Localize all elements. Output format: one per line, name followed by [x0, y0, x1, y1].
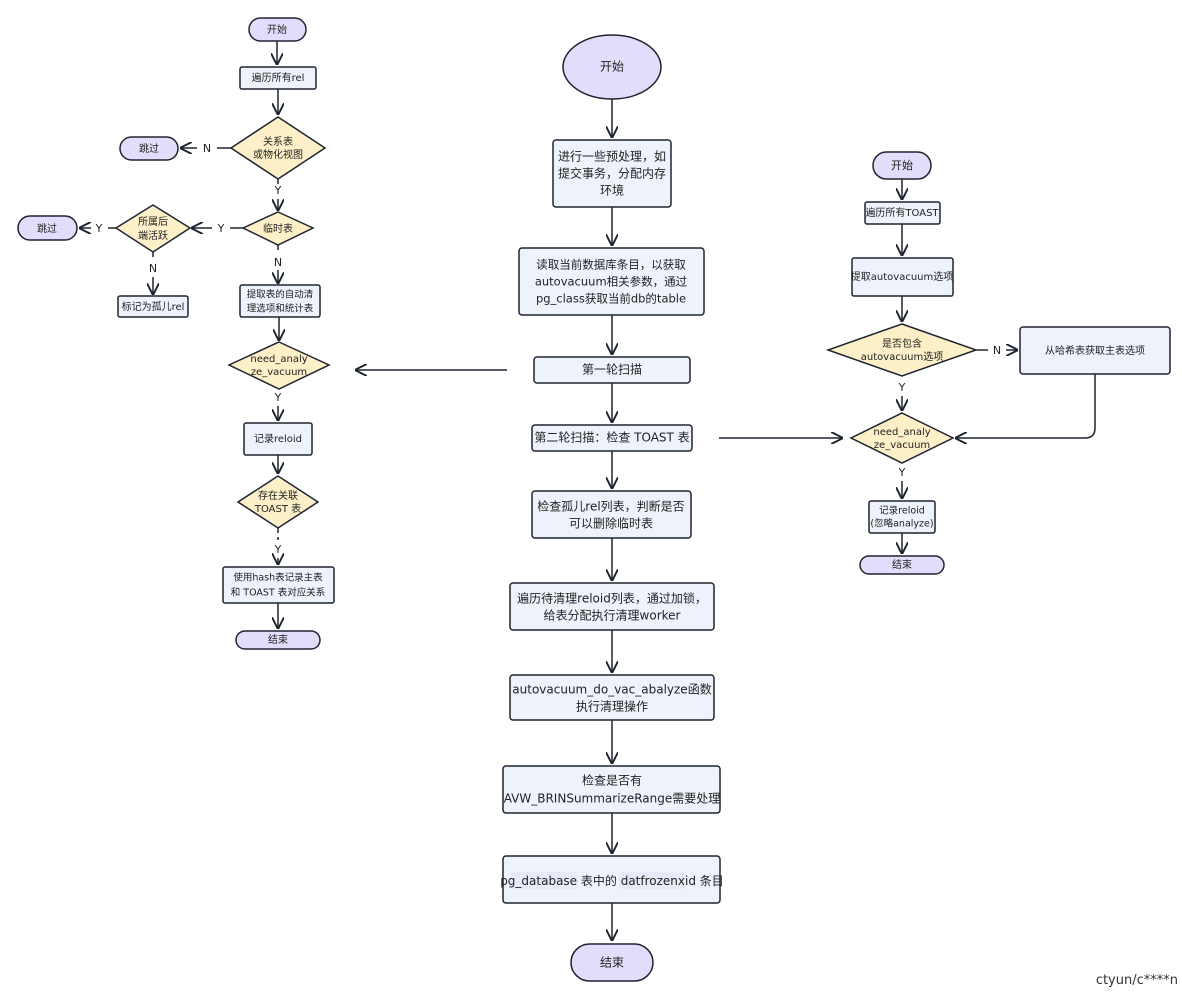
datfrozenxid-code: datfrozenxid	[621, 874, 696, 888]
left-decision-owner-line1: 所属后	[138, 216, 168, 228]
right-end-node	[859, 555, 945, 575]
left-mark-orphan-text: 标记为孤儿rel	[122, 301, 185, 313]
left-n-label-3: N	[149, 262, 157, 275]
left-need-analyze-line2: ze_vacuum	[251, 367, 307, 378]
main-check-orphan-line2: 可以删除临时表	[569, 516, 653, 531]
main-check-orphan-line1: 检查孤儿rel列表，判断是否	[537, 499, 684, 514]
right-end-text: 结束	[892, 558, 912, 571]
left-extract-options-line1: 提取表的自动清	[247, 289, 314, 301]
left-decision-owner-line2: 端活跃	[138, 229, 168, 242]
main-preprocess-line3: 环境	[600, 183, 624, 198]
watermark: ctyun/c****n	[1095, 973, 1178, 988]
left-y-label-2: Y	[217, 222, 225, 235]
left-decision-owner-active	[114, 204, 192, 253]
left-extract-options-node	[239, 284, 321, 318]
main-check-brin-line1: 检查是否有	[582, 773, 642, 788]
highlight-datfrozenxid	[619, 872, 685, 889]
main-end-node	[570, 943, 654, 982]
left-need-analyze-line1: need_analy	[250, 354, 307, 365]
left-flow: 开始 遍历所有rel 关系表 或物化视图 N 跳过 Y 临时表 Y 所属后 端活…	[17, 17, 335, 650]
right-start-text: 开始	[891, 158, 913, 172]
main-do-vac-line1: autovacuum_do_vac_abalyze函数	[512, 682, 711, 697]
right-iterate-toast-text: 遍历所有TOAST	[865, 206, 939, 219]
right-y-label-1: Y	[898, 381, 906, 394]
left-decision-temp-text: 临时表	[263, 222, 293, 235]
left-decision-reltype-line1: 关系表	[263, 135, 293, 148]
right-decision-need-analyze	[849, 412, 955, 464]
right-flow: 开始 遍历所有TOAST 提取autovacuum选项 是否包含 autovac…	[825, 151, 1171, 575]
main-first-scan-text: 第一轮扫描	[582, 363, 642, 377]
left-y-label-3: Y	[95, 222, 103, 235]
left-hash-record-line2: 和 TOAST 表对应关系	[231, 587, 326, 599]
main-read-db-line1: 读取当前数据库条目，以获取	[536, 258, 686, 272]
left-y-label-1: Y	[274, 184, 282, 197]
left-n-label-2: N	[274, 256, 282, 269]
left-start-text: 开始	[267, 23, 287, 36]
left-y-label-4: Y	[274, 391, 282, 404]
right-decision-contains-av	[825, 323, 979, 377]
left-decision-reltype	[229, 116, 327, 180]
left-iterate-rel-text: 遍历所有rel	[252, 71, 305, 84]
right-extract-av-text: 提取autovacuum选项	[851, 270, 953, 283]
main-read-db-line2: autovacuum相关参数，通过	[535, 275, 688, 289]
main-do-vac-line2: 执行清理操作	[576, 699, 648, 714]
left-y-label-5: Y	[274, 543, 282, 556]
left-skip-2-text: 跳过	[37, 222, 57, 235]
right-contains-av-line2: autovacuum选项	[861, 350, 943, 363]
main-read-db-line3: pg_class获取当前db的table	[536, 292, 686, 306]
right-need-analyze-line2: ze_vacuum	[874, 440, 930, 451]
edge-from-hash	[956, 374, 1096, 438]
right-record-reloid-line1: 记录reloid	[879, 505, 925, 517]
main-iterate-reloid-line1: 遍历待清理reloid列表，通过加锁，	[517, 591, 707, 606]
main-start-text: 开始	[600, 60, 624, 74]
left-end-node	[235, 630, 321, 650]
left-record-reloid-text: 记录reloid	[254, 433, 302, 445]
pg-database-tail: 条目	[696, 874, 724, 888]
left-skip-1-text: 跳过	[139, 142, 159, 155]
left-hash-record-line1: 使用hash表记录主表	[233, 572, 323, 584]
right-from-hash-text: 从哈希表获取主表选项	[1045, 344, 1145, 357]
main-check-orphan-node	[531, 490, 692, 539]
main-end-text: 结束	[600, 956, 624, 970]
left-extract-options-line2: 理选项和统计表	[247, 303, 314, 315]
highlight-pg-database	[510, 872, 578, 889]
right-n-label: N	[993, 344, 1001, 357]
pg-database-mid: 表中的	[577, 873, 621, 888]
main-second-scan-text: 第二轮扫描：检查 TOAST 表	[534, 430, 689, 445]
pg-database-code: pg_database	[500, 874, 577, 888]
left-mark-orphan-node	[117, 295, 189, 318]
left-has-toast-line1: 存在关联	[258, 489, 298, 502]
main-preprocess-line2: 提交事务，分配内存	[558, 166, 666, 181]
left-skip-2-node	[17, 215, 78, 241]
right-contains-av-line1: 是否包含	[882, 337, 922, 350]
left-skip-1-node	[119, 136, 179, 161]
main-flow: 开始 进行一些预处理，如 提交事务，分配内存 环境 读取当前数据库条目，以获取 …	[356, 34, 842, 982]
main-iterate-reloid-line2: 给表分配执行清理worker	[544, 609, 681, 623]
left-decision-has-toast	[236, 475, 320, 529]
main-pg-database-text: pg_database 表中的 datfrozenxid 条目	[500, 873, 724, 888]
left-decision-need-analyze	[227, 341, 331, 390]
right-y-label-2: Y	[898, 466, 906, 479]
main-check-brin-line2: AVW_BRINSummarizeRange需要处理	[504, 792, 721, 806]
left-n-label-1: N	[203, 142, 211, 155]
left-end-text: 结束	[268, 633, 288, 646]
right-need-analyze-line1: need_analy	[873, 427, 930, 438]
left-has-toast-line2: TOAST 表	[254, 502, 301, 515]
main-iterate-reloid-node	[509, 582, 715, 631]
main-preprocess-line1: 进行一些预处理，如	[558, 149, 666, 164]
right-record-reloid-line2: (忽略analyze)	[870, 518, 933, 530]
left-decision-reltype-line2: 或物化视图	[253, 148, 303, 161]
